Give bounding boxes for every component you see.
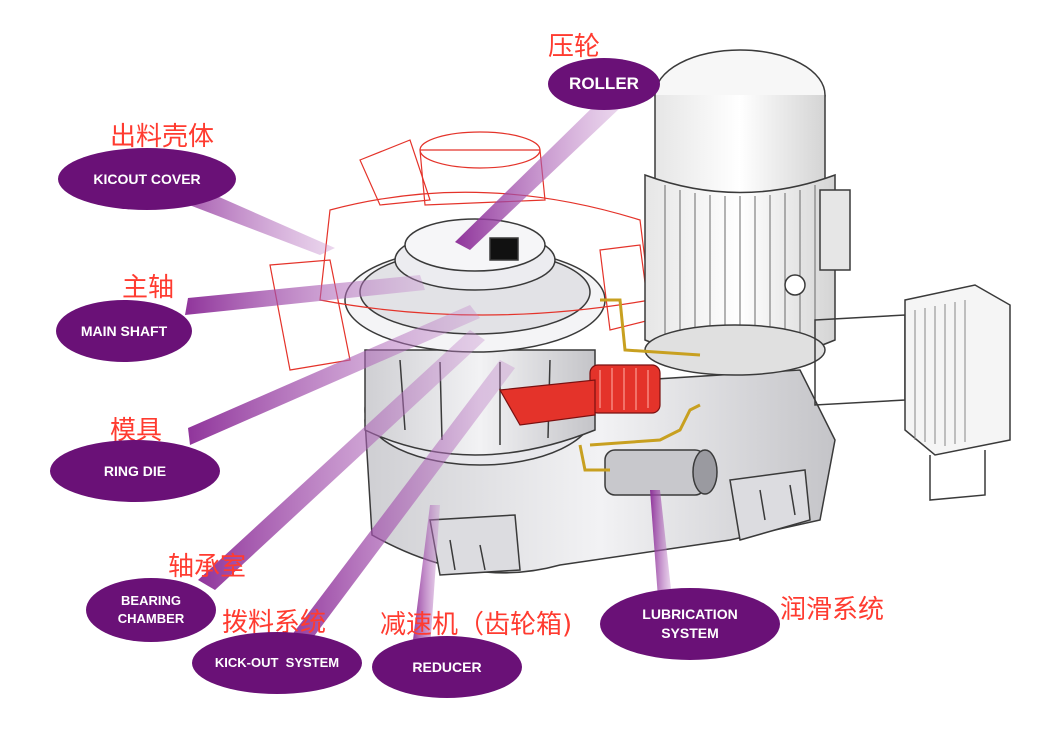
label-lubrication-system-line1: LUBRICATION	[642, 606, 738, 623]
label-zh-lubrication-system: 润滑系统	[780, 595, 885, 625]
label-zh-reducer: 减速机（齿轮箱)	[380, 610, 573, 640]
label-main-shaft: MAIN SHAFT	[56, 300, 192, 362]
label-reducer: REDUCER	[372, 636, 522, 698]
pump-motor-red	[499, 364, 661, 426]
label-kickout-cover: KICOUT COVER	[58, 148, 236, 210]
label-lubrication-system-line2: SYSTEM	[661, 625, 719, 641]
motor	[644, 49, 851, 376]
label-bearing-chamber: BEARING CHAMBER	[86, 578, 216, 642]
label-zh-bearing-chamber: 轴承室	[168, 552, 247, 582]
label-bearing-chamber-line1: BEARING	[121, 593, 181, 609]
oil-cooler	[814, 284, 1011, 501]
label-lubrication-system: LUBRICATION SYSTEM	[600, 588, 780, 660]
lubrication-pipes	[578, 298, 701, 472]
label-bearing-chamber-line2: CHAMBER	[117, 611, 185, 626]
label-zh-kickout-cover: 出料壳体	[110, 122, 215, 152]
label-kick-out-system: KICK-OUT SYSTEM	[192, 632, 362, 694]
label-roller: ROLLER	[548, 58, 660, 110]
label-kick-out-system-text: KICK-OUT SYSTEM	[214, 655, 340, 671]
label-roller-text: ROLLER	[569, 73, 639, 93]
label-reducer-text: REDUCER	[412, 658, 482, 675]
label-main-shaft-text: MAIN SHAFT	[80, 322, 168, 339]
label-kickout-cover-text: KICOUT COVER	[93, 170, 201, 187]
label-ring-die-text: RING DIE	[103, 462, 167, 479]
label-ring-die: RING DIE	[50, 440, 220, 502]
label-zh-main-shaft: 主轴	[122, 273, 175, 303]
lubrication-pump	[604, 449, 718, 496]
label-zh-roller: 压轮	[548, 32, 601, 62]
